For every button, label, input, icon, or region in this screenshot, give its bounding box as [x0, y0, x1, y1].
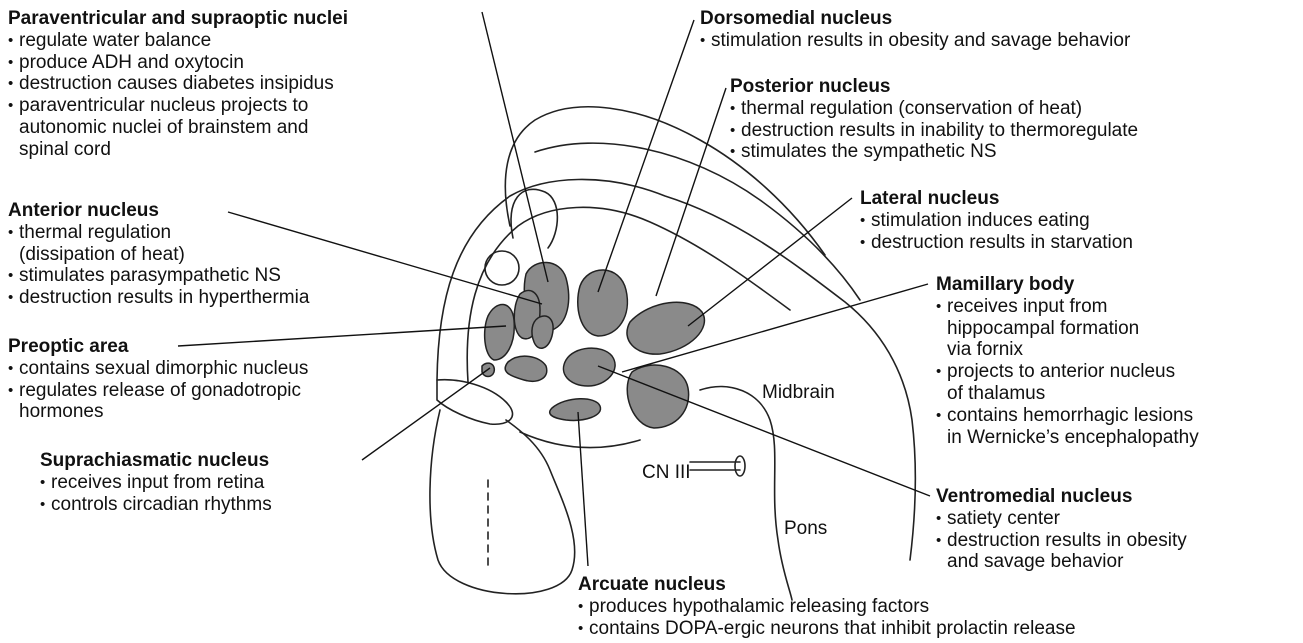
optic-chiasm-outline — [437, 380, 513, 425]
paraventricular-item-cont: autonomic nuclei of brainstem and — [8, 117, 348, 139]
posterior-item: destruction results in inability to ther… — [730, 120, 1138, 142]
anterior-nucleus-shape — [485, 304, 515, 360]
mamillary-item-cont: hippocampal formation — [936, 318, 1199, 340]
suprachiasmatic-item: receives input from retina — [40, 472, 272, 494]
mamillary-body-shape — [627, 365, 688, 428]
suprachiasmatic-block: Suprachiasmatic nucleus receives input f… — [40, 450, 272, 515]
mamillary-item-cont: of thalamus — [936, 383, 1199, 405]
anterior-item-cont: (dissipation of heat) — [8, 244, 309, 266]
suprachiasmatic-title: Suprachiasmatic nucleus — [40, 450, 272, 472]
posterior-nucleus-shape — [627, 302, 704, 354]
midbrain-outline — [700, 387, 792, 600]
posterior-item: stimulates the sympathetic NS — [730, 141, 1138, 163]
arcuate-item: produces hypothalamic releasing factors — [578, 596, 1076, 618]
mamillary-title: Mamillary body — [936, 274, 1199, 296]
arcuate-item: contains DOPA-ergic neurons that inhibit… — [578, 618, 1076, 640]
leader-lateral — [688, 198, 852, 326]
mamillary-block: Mamillary body receives input from hippo… — [936, 274, 1199, 448]
pituitary-outline — [430, 410, 575, 594]
preoptic-item-cont: hormones — [8, 401, 308, 423]
cn3-ellipse — [735, 456, 745, 476]
dorsomedial-title: Dorsomedial nucleus — [700, 8, 1130, 30]
leader-dorsomedial — [598, 20, 694, 292]
preoptic-area-shape — [532, 316, 553, 348]
paraventricular-item-cont: spinal cord — [8, 139, 348, 161]
mamillary-item-cont: in Wernicke’s encephalopathy — [936, 427, 1199, 449]
dorsomedial-block: Dorsomedial nucleus stimulation results … — [700, 8, 1130, 52]
cn3-nerve-outline — [690, 462, 740, 470]
ventricle-inner-outline — [467, 207, 790, 382]
anterior-commissure-outline — [511, 189, 557, 248]
anterior-block: Anterior nucleus thermal regulation (dis… — [8, 200, 309, 309]
anterior-item: stimulates parasympathetic NS — [8, 265, 309, 287]
suprachiasmatic-item: controls circadian rhythms — [40, 494, 272, 516]
posterior-title: Posterior nucleus — [730, 76, 1138, 98]
leader-arcuate — [578, 412, 588, 566]
mamillary-item: projects to anterior nucleus — [936, 361, 1199, 383]
preoptic-title: Preoptic area — [8, 336, 308, 358]
cn3-label: CN III — [642, 462, 691, 484]
mamillary-item-cont: via fornix — [936, 339, 1199, 361]
lateral-item: destruction results in starvation — [860, 232, 1133, 254]
preoptic-block: Preoptic area contains sexual dimorphic … — [8, 336, 308, 423]
posterior-block: Posterior nucleus thermal regulation (co… — [730, 76, 1138, 163]
ventromedial-item-cont: and savage behavior — [936, 551, 1187, 573]
leader-suprachiasmatic — [362, 368, 490, 460]
lateral-item: stimulation induces eating — [860, 210, 1133, 232]
arcuate-block: Arcuate nucleus produces hypothalamic re… — [578, 574, 1076, 639]
anterior-item: destruction results in hyperthermia — [8, 287, 309, 309]
anterior-title: Anterior nucleus — [8, 200, 309, 222]
ventricle-circle — [485, 251, 519, 285]
lateral-nucleus-shape — [505, 356, 547, 381]
paraventricular-item: regulate water balance — [8, 30, 348, 52]
lateral-block: Lateral nucleus stimulation induces eati… — [860, 188, 1133, 253]
preoptic-item: contains sexual dimorphic nucleus — [8, 358, 308, 380]
lateral-title: Lateral nucleus — [860, 188, 1133, 210]
paraventricular-item: destruction causes diabetes insipidus — [8, 73, 348, 95]
paraventricular-item: paraventricular nucleus projects to — [8, 95, 348, 117]
paraventricular-block: Paraventricular and supraoptic nuclei re… — [8, 8, 348, 161]
anterior-item: thermal regulation — [8, 222, 309, 244]
preoptic-item: regulates release of gonadotropic — [8, 380, 308, 402]
leader-paraventricular — [482, 12, 548, 282]
mamillary-item: receives input from — [936, 296, 1199, 318]
arcuate-nucleus-shape — [550, 399, 601, 421]
ventromedial-block: Ventromedial nucleus satiety center dest… — [936, 486, 1187, 573]
ventromedial-item: satiety center — [936, 508, 1187, 530]
leader-posterior — [656, 88, 726, 296]
ventromedial-item: destruction results in obesity — [936, 530, 1187, 552]
ventromedial-title: Ventromedial nucleus — [936, 486, 1187, 508]
arcuate-title: Arcuate nucleus — [578, 574, 1076, 596]
ventromedial-nucleus-shape — [563, 348, 615, 386]
dorsomedial-item: stimulation results in obesity and savag… — [700, 30, 1130, 52]
mamillary-item: contains hemorrhagic lesions — [936, 405, 1199, 427]
paraventricular-item: produce ADH and oxytocin — [8, 52, 348, 74]
midbrain-label: Midbrain — [762, 382, 835, 404]
paraventricular-title: Paraventricular and supraoptic nuclei — [8, 8, 348, 30]
posterior-item: thermal regulation (conservation of heat… — [730, 98, 1138, 120]
pons-label: Pons — [784, 518, 827, 540]
